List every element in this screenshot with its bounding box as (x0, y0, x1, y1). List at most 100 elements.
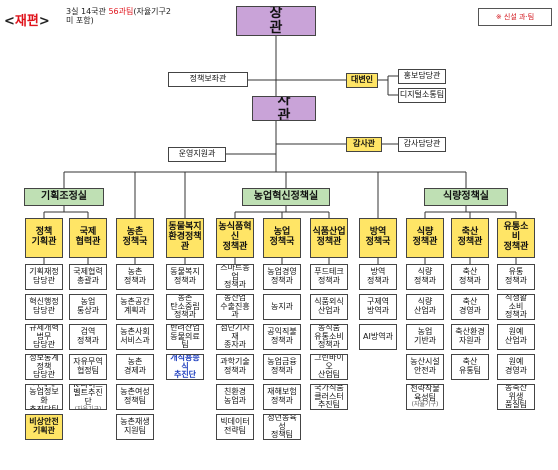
bureau-box: 국제 협력관 (69, 218, 107, 258)
unit-box: 정보통계 정책 담당관 (25, 354, 63, 380)
unit-label: 농촌여성 정책팀 (120, 387, 150, 405)
unit-label: 원예 산업과 (504, 327, 528, 345)
unit-label: 스마트농업 정책과 (220, 264, 250, 290)
unit-label: AI방역과 (363, 331, 393, 341)
unit-label: 축산환경 자원과 (455, 327, 485, 345)
unit-box: 농촌 탄소중립 정책과 (166, 294, 204, 320)
unit-label: 푸드테크 정책과 (314, 267, 344, 285)
unit-label: 국가식품 클러스터 추진팀 (314, 384, 344, 410)
unit-box: 자유무역 협정팀 (69, 354, 107, 380)
header-title: <재편> (4, 14, 50, 29)
unit-label: 차세대 농업정보화 추진단팀 (29, 385, 59, 410)
unit-box: 식량 정책과 (406, 264, 444, 290)
unit-label: 농산업 수출진흥과 (220, 294, 250, 320)
unit-label: 빅데이터 전략팀 (220, 417, 250, 435)
unit-box: 친환경 농업과 (216, 384, 254, 410)
unit-label: 유통 정책과 (504, 267, 528, 285)
unit-box: 식량 산업과 (406, 294, 444, 320)
unit-box: 반려산업 동물의료팀 (166, 324, 204, 350)
unit-box: 재해보험 정책과 (263, 384, 301, 410)
unit-label: 전략작물 육성팀 (410, 384, 440, 402)
unit-label: 청년농육성 정책팀 (267, 414, 297, 440)
unit-box: 공익직불 정책과 (263, 324, 301, 350)
unit-box: 농촌재생 지원팀 (116, 414, 154, 440)
unit-box: 농촌공간 계획과 (116, 294, 154, 320)
vice-minister-box: 차 관 (252, 96, 316, 121)
unit-box: 기획재정 담당관 (25, 264, 63, 290)
unit-box: 청년농육성 정책팀 (263, 414, 301, 440)
unit-box: 식품외식 산업과 (310, 294, 348, 320)
unit-label: 농촌 탄소중립 정책과 (170, 294, 200, 320)
unit-box: 과학기술 정책과 (216, 354, 254, 380)
unit-box: 첨단기자재 종자과 (216, 324, 254, 350)
office-food-policy: 식량정책실 (424, 188, 508, 206)
unit-label: 혁신행정 담당관 (29, 297, 59, 315)
unit-label: 친환경 농업과 (223, 387, 247, 405)
minister-box: 장 관 (236, 6, 316, 36)
bureau-box: 식량 정책관 (406, 218, 444, 258)
audit-officer-box: 감사담당관 (398, 137, 446, 152)
unit-label: 기획재정 담당관 (29, 267, 59, 285)
unit-box: 원예 경영과 (497, 354, 535, 380)
inspector-box: 감사관 (346, 137, 382, 152)
unit-label: 비상안전 기획관 (29, 417, 59, 435)
unit-box: 농업 기반과 (406, 324, 444, 350)
unit-box: 농업경영 정책과 (263, 264, 301, 290)
unit-box: 농식품 유통소비 정책과 (310, 324, 348, 350)
unit-box: 농축산 위생 품질팀 (497, 384, 535, 410)
unit-label: 축산 정책과 (458, 267, 482, 285)
unit-box: 국가식품 클러스터 추진팀 (310, 384, 348, 410)
unit-label: 농지과 (270, 301, 294, 311)
unit-box: 그린바이오 산업팀 (310, 354, 348, 380)
unit-label: 식생활 소비 정책과 (504, 294, 528, 320)
unit-label: 농촌사회 서비스과 (120, 327, 150, 345)
unit-label: 농업 기반과 (413, 327, 437, 345)
unit-label: 방역 정책과 (366, 267, 390, 285)
unit-label: 첨단기자재 종자과 (220, 324, 250, 350)
unit-box: 유통 정책과 (497, 264, 535, 290)
unit-box: 푸드테크 정책과 (310, 264, 348, 290)
unit-label: 자유무역 협정팀 (73, 357, 103, 375)
unit-label: 정보통계 정책 담당관 (29, 354, 59, 380)
unit-box: 농촌여성 정책팀 (116, 384, 154, 410)
legend-box: ※ 신설 과·팀 (478, 8, 552, 26)
unit-box: 농산시설 안전과 (406, 354, 444, 380)
unit-label: 식품외식 산업과 (314, 297, 344, 315)
unit-box: 축산환경 자원과 (451, 324, 489, 350)
unit-label: 농촌 경제과 (123, 357, 147, 375)
unit-box: 농촌 정책과 (116, 264, 154, 290)
unit-box: 방역 정책과 (359, 264, 397, 290)
unit-label: 농촌재생 지원팀 (120, 417, 150, 435)
bureau-box: 농식품혁신 정책관 (216, 218, 254, 258)
unit-label: 농업경영 정책과 (267, 267, 297, 285)
unit-label: K-라이스 벨트추진단 (73, 384, 103, 407)
unit-box: 농지과 (263, 294, 301, 320)
bureau-box: 동물복지 환경정책관 (166, 218, 204, 258)
unit-label: 규제개혁 법무 담당관 (29, 324, 59, 350)
unit-label: 농식품 유통소비 정책과 (314, 324, 344, 350)
unit-box: 검역 정책과 (69, 324, 107, 350)
unit-box: 빅데이터 전략팀 (216, 414, 254, 440)
unit-label: 축산 경영과 (458, 297, 482, 315)
header-note: 3실 14국관 56과팀(자율기구2미 포함) (66, 7, 171, 25)
unit-label: 그린바이오 산업팀 (314, 354, 344, 380)
bureau-box: 농촌 정책국 (116, 218, 154, 258)
bureau-box: 농업 정책국 (263, 218, 301, 258)
unit-label: 농산시설 안전과 (410, 357, 440, 375)
unit-box: 비상안전 기획관 (25, 414, 63, 440)
unit-box: 규제개혁 법무 담당관 (25, 324, 63, 350)
unit-box: 개식용종식 추진단 (166, 354, 204, 380)
bureau-box: 방역 정책국 (359, 218, 397, 258)
bureau-box: 식품산업 정책관 (310, 218, 348, 258)
office-planning: 기획조정실 (24, 188, 104, 206)
unit-box: K-라이스 벨트추진단(자율기구) (69, 384, 107, 410)
unit-box: 전략작물 육성팀(자율기구) (406, 384, 444, 410)
unit-label: 동물복지 정책과 (170, 267, 200, 285)
unit-box: 농산업 수출진흥과 (216, 294, 254, 320)
unit-label: 공익직불 정책과 (267, 327, 297, 345)
operations-support-box: 운영지원과 (168, 147, 226, 162)
unit-box: 축산 정책과 (451, 264, 489, 290)
unit-box: 농업 통상과 (69, 294, 107, 320)
